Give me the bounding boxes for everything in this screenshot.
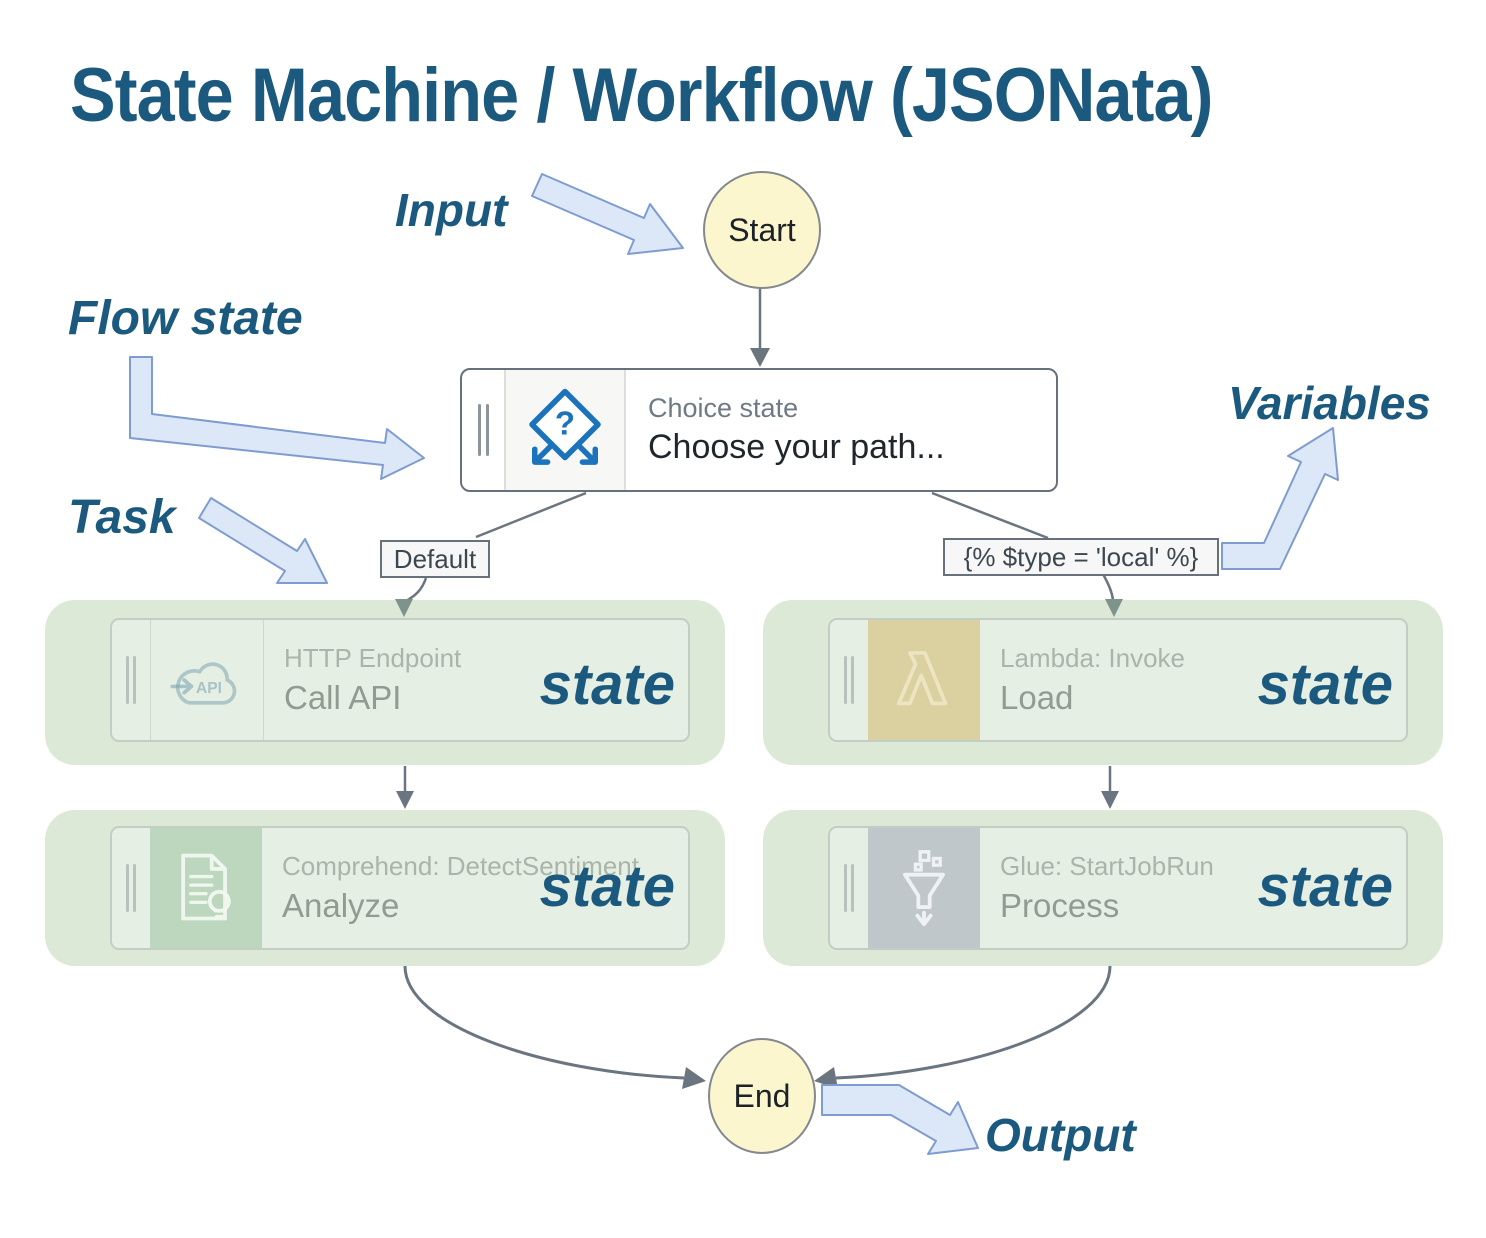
choice-icon: ? [504, 370, 626, 490]
input-annotation-arrow [531, 173, 684, 255]
arrowhead-icon [750, 348, 770, 367]
flow-state-label: Flow state [68, 292, 303, 345]
state-name-label: Analyze [282, 886, 400, 924]
state-card-process: Glue: StartJobRun Process [828, 826, 1408, 950]
state-service-label: Comprehend: DetectSentiment [282, 850, 639, 881]
condition-branch-label: {% $type = 'local' %} [943, 538, 1219, 576]
variables-annotation-arrow [1221, 427, 1339, 570]
drag-handle-icon [830, 620, 868, 740]
drag-handle-icon [462, 370, 504, 490]
drag-handle-icon [830, 828, 868, 948]
end-node: End [708, 1038, 816, 1154]
lambda-icon [868, 620, 980, 740]
connector-choice-default [475, 491, 587, 539]
svg-text:?: ? [555, 405, 575, 442]
connector-default-callapi [405, 577, 428, 603]
state-card-load: Lambda: Invoke Load [828, 618, 1408, 742]
comprehend-icon [150, 828, 262, 948]
state-annotation: state [1257, 652, 1393, 717]
choice-type-label: Choice state [648, 393, 799, 423]
connector-process-end [835, 965, 1112, 1080]
comprehend-icon [181, 853, 231, 921]
connector-condition-load [1101, 573, 1115, 601]
state-name-label: Call API [284, 678, 402, 716]
state-card-analyze: Comprehend: DetectSentiment Analyze [110, 826, 690, 950]
choice-name-label: Choose your path... [648, 428, 945, 466]
http-endpoint-icon: API [150, 620, 264, 740]
arrowhead-icon [1101, 791, 1119, 809]
state-name-label: Load [1000, 678, 1074, 716]
variables-label: Variables [1228, 377, 1431, 429]
http-endpoint-icon: API [170, 662, 237, 705]
state-name-label: Process [1000, 886, 1120, 924]
input-label: Input [395, 184, 508, 236]
end-label: End [733, 1077, 791, 1114]
state-annotation: state [539, 854, 675, 919]
start-label: Start [728, 211, 796, 248]
state-service-label: Glue: StartJobRun [1000, 850, 1214, 881]
task-label: Task [68, 491, 176, 544]
state-annotation: state [1257, 854, 1393, 919]
drag-handle-icon [112, 828, 150, 948]
arrowhead-icon [814, 1067, 838, 1089]
flow-state-annotation-arrow [129, 356, 425, 480]
task-state-process: Glue: StartJobRun Process state [763, 810, 1443, 966]
arrowhead-icon [396, 791, 414, 809]
state-card-callapi: API HTTP Endpoint Call API [110, 618, 690, 742]
choice-state-card: ? Choice state Choose your path... [460, 368, 1058, 492]
svg-text:API: API [196, 680, 222, 697]
state-service-label: HTTP Endpoint [284, 642, 462, 673]
start-node: Start [703, 171, 821, 289]
task-state-callapi: API HTTP Endpoint Call API state [45, 600, 725, 765]
connector-choice-condition [931, 491, 1049, 540]
glue-icon [868, 828, 980, 948]
glue-icon [903, 850, 945, 927]
task-annotation-arrow [198, 497, 328, 584]
output-annotation-arrow [821, 1084, 979, 1155]
default-branch-label: Default [380, 540, 490, 578]
choice-icon: ? [529, 388, 601, 465]
drag-handle-icon [112, 620, 150, 740]
task-state-analyze: Comprehend: DetectSentiment Analyze stat… [45, 810, 725, 966]
task-state-load: Lambda: Invoke Load state [763, 600, 1443, 765]
lambda-icon [896, 651, 948, 706]
output-label: Output [985, 1109, 1136, 1161]
arrowhead-icon [682, 1067, 706, 1089]
state-annotation: state [539, 652, 675, 717]
state-service-label: Lambda: Invoke [1000, 642, 1186, 673]
page-title: State Machine / Workflow (JSONata) [70, 53, 1213, 138]
connector-analyze-end [403, 965, 685, 1080]
